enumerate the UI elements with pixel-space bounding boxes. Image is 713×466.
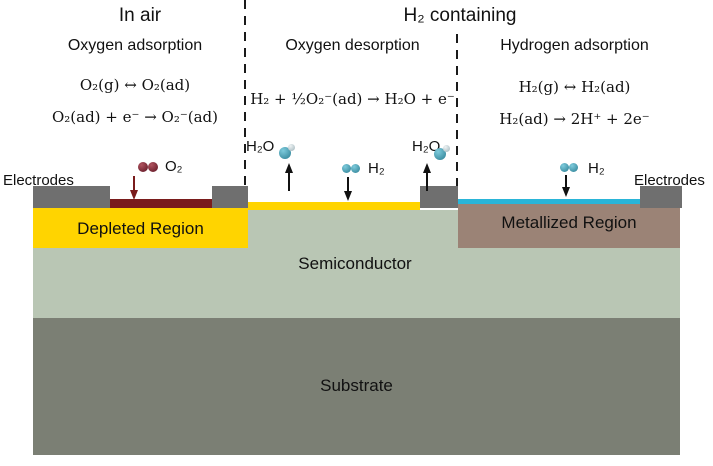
substrate-label: Substrate (320, 376, 393, 395)
h2-molecule (569, 163, 578, 172)
o2-molecule (148, 162, 158, 172)
electrodes-label-left: Electrodes (3, 172, 74, 189)
h2-right-label: H₂ (588, 160, 605, 177)
panel-divider-right (456, 34, 458, 322)
o2-label: O₂ (165, 158, 183, 175)
surface-yellow-strip (248, 202, 420, 210)
depleted-region-label: Depleted Region (77, 219, 204, 238)
electrode-block-2 (212, 186, 248, 208)
h2o-molecule (279, 147, 291, 159)
o2-molecule (138, 162, 148, 172)
down-arrow-icon (128, 176, 140, 205)
equation-h2-adsorption-1: H₂(g) ↔ H₂(ad) (518, 78, 631, 96)
metallized-surface-strip (458, 199, 640, 204)
h2-middle-label: H₂ (368, 160, 385, 177)
up-arrow-icon (421, 163, 433, 196)
h2o-molecule (434, 148, 446, 160)
subtitle-oxygen-desorption: Oxygen desorption (285, 37, 420, 54)
adsorbed-oxygen-strip (108, 199, 213, 208)
equation-h2-adsorption-2: H₂(ad) → 2H⁺ + 2e⁻ (499, 110, 650, 128)
electrode-block-1 (33, 186, 110, 208)
h2o-molecule (443, 145, 450, 152)
subtitle-oxygen-adsorption: Oxygen adsorption (67, 37, 203, 54)
h2o-molecule (288, 144, 295, 151)
metallized-region-layer (458, 202, 680, 248)
h2o-right-label: H₂O (412, 138, 441, 155)
up-arrow-icon (283, 163, 295, 196)
h2-molecule (351, 164, 360, 173)
panel-divider-left (244, 0, 246, 322)
electrode-block-3 (420, 186, 458, 208)
equation-o2-desorption: H₂ + ½O₂⁻(ad) → H₂O + e⁻ (250, 90, 455, 108)
equation-o2-adsorption-1: O₂(g) ↔ O₂(ad) (79, 76, 191, 94)
down-arrow-icon (560, 175, 572, 202)
down-arrow-icon (342, 177, 354, 206)
h2o-left-label: H₂O (246, 138, 275, 155)
metallized-region-label: Metallized Region (501, 213, 637, 232)
title-h2-containing: H₂ containing (403, 5, 517, 26)
title-in-air: In air (118, 5, 162, 26)
equation-o2-adsorption-2: O₂(ad) + e⁻ → O₂⁻(ad) (51, 108, 219, 126)
substrate-layer (33, 318, 680, 455)
h2-molecule (560, 163, 569, 172)
h2-molecule (342, 164, 351, 173)
subtitle-hydrogen-adsorption: Hydrogen adsorption (500, 37, 649, 54)
semiconductor-label: Semiconductor (298, 254, 412, 273)
electrodes-label-right: Electrodes (634, 172, 705, 189)
electrode-block-4 (640, 186, 682, 208)
depleted-region-layer (33, 208, 248, 248)
